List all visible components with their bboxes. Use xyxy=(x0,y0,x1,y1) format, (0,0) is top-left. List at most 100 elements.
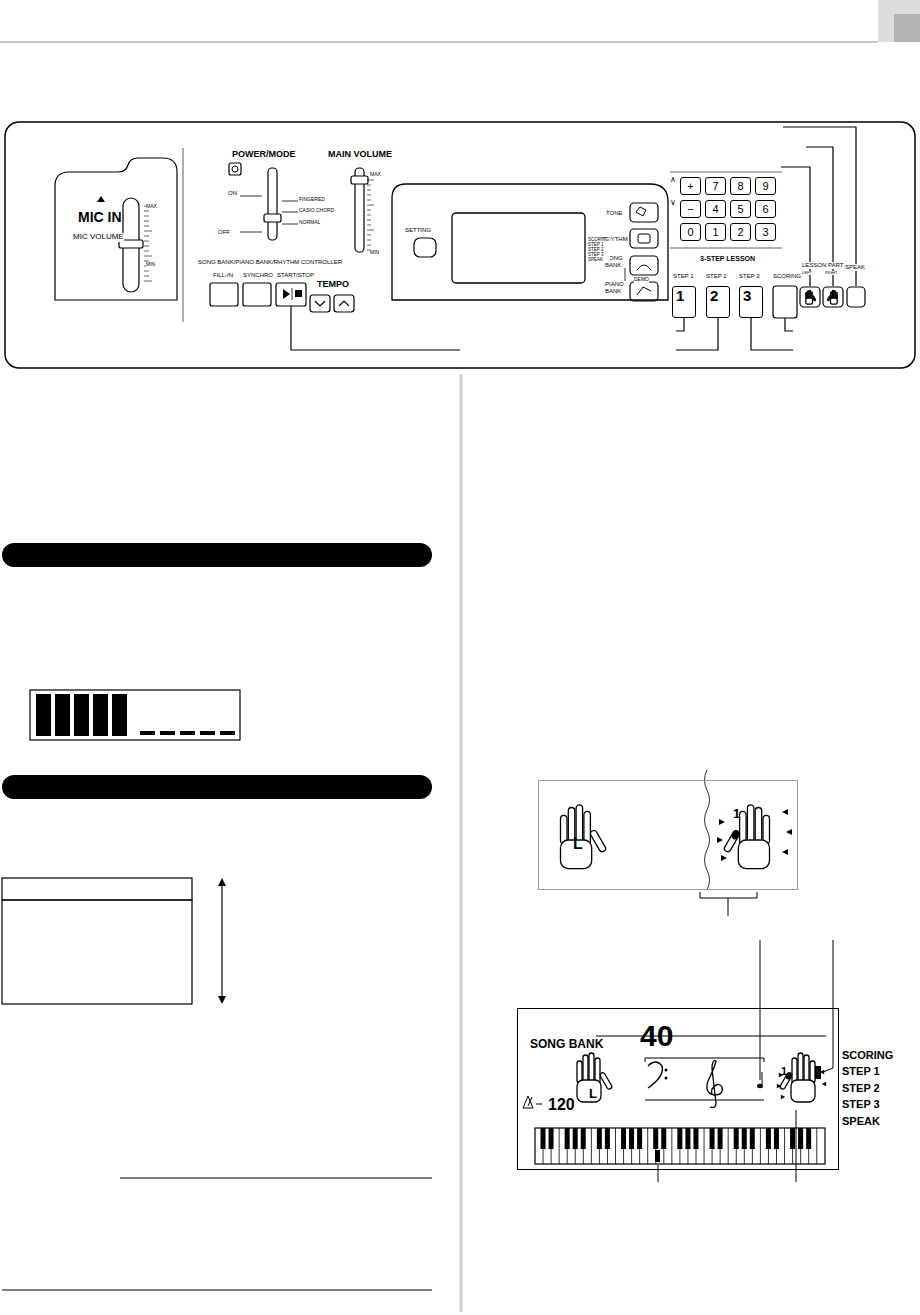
black-key xyxy=(806,1128,811,1149)
bar xyxy=(74,694,89,736)
node-text: 9 xyxy=(762,181,768,192)
panel-label: SCORING STEP 1 STEP 2 STEP 3 SPEAK xyxy=(588,238,610,263)
tone-icon xyxy=(636,207,646,216)
heading-bar xyxy=(2,543,432,567)
lesson-step-button: 2 xyxy=(706,286,730,318)
mode-indicator-label: STEP 2 xyxy=(842,1082,880,1094)
bar xyxy=(112,694,127,736)
keypad-key: 8 xyxy=(730,177,751,195)
mode-button xyxy=(630,282,658,301)
panel-label: PIANO BANK xyxy=(605,281,629,294)
scale-tick xyxy=(144,216,149,217)
panel-label: SPEAK xyxy=(845,264,865,271)
node-text: 3 xyxy=(762,227,768,238)
scale-tick xyxy=(367,180,374,181)
white-key-edge xyxy=(704,1128,705,1164)
hand-icon xyxy=(723,805,769,869)
black-key xyxy=(653,1128,658,1149)
black-key xyxy=(750,1128,755,1149)
black-key xyxy=(621,1128,626,1149)
metronome-icon xyxy=(523,1096,533,1108)
speak-button xyxy=(847,287,865,307)
black-key xyxy=(637,1128,642,1149)
key-marker xyxy=(655,1150,660,1162)
keypad-key: 4 xyxy=(705,200,726,218)
panel-label: MIN xyxy=(370,250,379,256)
scoring-button xyxy=(773,286,797,318)
scale-tick xyxy=(144,246,149,247)
play-symbol xyxy=(283,289,290,299)
tempo-down xyxy=(310,295,330,312)
setting-button xyxy=(414,238,436,257)
panel-label: TEMPO xyxy=(317,280,349,290)
scale-tick xyxy=(367,200,371,201)
chevron xyxy=(339,301,349,306)
panel-label: STEP 1 xyxy=(673,273,694,280)
panel-label: ON xyxy=(228,190,237,197)
tick xyxy=(240,196,262,197)
black-key xyxy=(790,1128,795,1149)
panel-label: MAX xyxy=(370,172,381,178)
node-text: 8 xyxy=(737,181,743,192)
panel-label: MIN xyxy=(146,262,155,268)
arrowhead xyxy=(218,996,226,1004)
scale-tick xyxy=(144,241,149,242)
black-key xyxy=(774,1128,779,1149)
panel-label: MAX xyxy=(146,204,157,210)
song-icon xyxy=(637,265,651,270)
scale-tick xyxy=(144,251,149,252)
callout-line xyxy=(783,127,856,286)
bar-low xyxy=(160,731,175,735)
scale-tick xyxy=(144,211,149,212)
pointer-triangle xyxy=(782,809,788,815)
keypad-key: 9 xyxy=(755,177,776,195)
finger xyxy=(798,1053,803,1083)
scale-tick xyxy=(367,185,371,186)
keypad-key: − xyxy=(680,200,701,218)
panel-label: MAIN VOLUME xyxy=(328,150,392,160)
panel-label: RIGHT xyxy=(825,271,837,275)
panel-label: START/STOP xyxy=(277,272,314,279)
panel-label: OFF xyxy=(218,229,230,236)
mode-indicator-label: STEP 3 xyxy=(842,1098,880,1110)
bar-low xyxy=(140,731,155,735)
black-key xyxy=(766,1128,771,1149)
mode-indicator-label: STEP 1 xyxy=(842,1065,880,1077)
scale-tick xyxy=(367,215,371,216)
node-text: 2 xyxy=(710,288,718,305)
tick xyxy=(282,224,298,225)
node-text: 2 xyxy=(737,227,743,238)
black-key xyxy=(742,1128,747,1149)
metronome-icon xyxy=(528,1097,532,1106)
black-key xyxy=(549,1128,554,1149)
node-text: SONG BANK xyxy=(530,1038,603,1051)
callout-line xyxy=(658,1165,659,1182)
node-text: 1 xyxy=(676,288,684,305)
lcd-rule xyxy=(596,1036,826,1037)
black-key xyxy=(677,1128,682,1149)
panel-outline xyxy=(5,122,915,368)
keypad-key: 1 xyxy=(705,223,726,241)
black-key xyxy=(685,1128,690,1149)
scale-tick xyxy=(367,245,371,246)
scale-tick xyxy=(144,256,152,257)
lesson-step-button: 3 xyxy=(739,286,763,318)
finger xyxy=(763,815,770,844)
keyboard xyxy=(535,1128,825,1164)
bar xyxy=(36,694,51,736)
bar-low xyxy=(180,731,195,735)
scale-tick xyxy=(367,235,371,236)
page-rule xyxy=(0,42,878,43)
slider-knob xyxy=(264,214,281,222)
piano-icon xyxy=(637,287,651,295)
hand-icon xyxy=(779,1053,815,1102)
note-stem xyxy=(762,1072,763,1086)
scale-tick xyxy=(367,190,371,191)
panel-label: FILL-IN xyxy=(213,272,233,279)
black-key xyxy=(565,1128,570,1149)
hand-icon xyxy=(827,290,837,304)
bar xyxy=(93,694,108,736)
power-slider xyxy=(268,168,277,240)
lesson-left-button xyxy=(800,287,820,307)
cut-line xyxy=(705,770,710,890)
